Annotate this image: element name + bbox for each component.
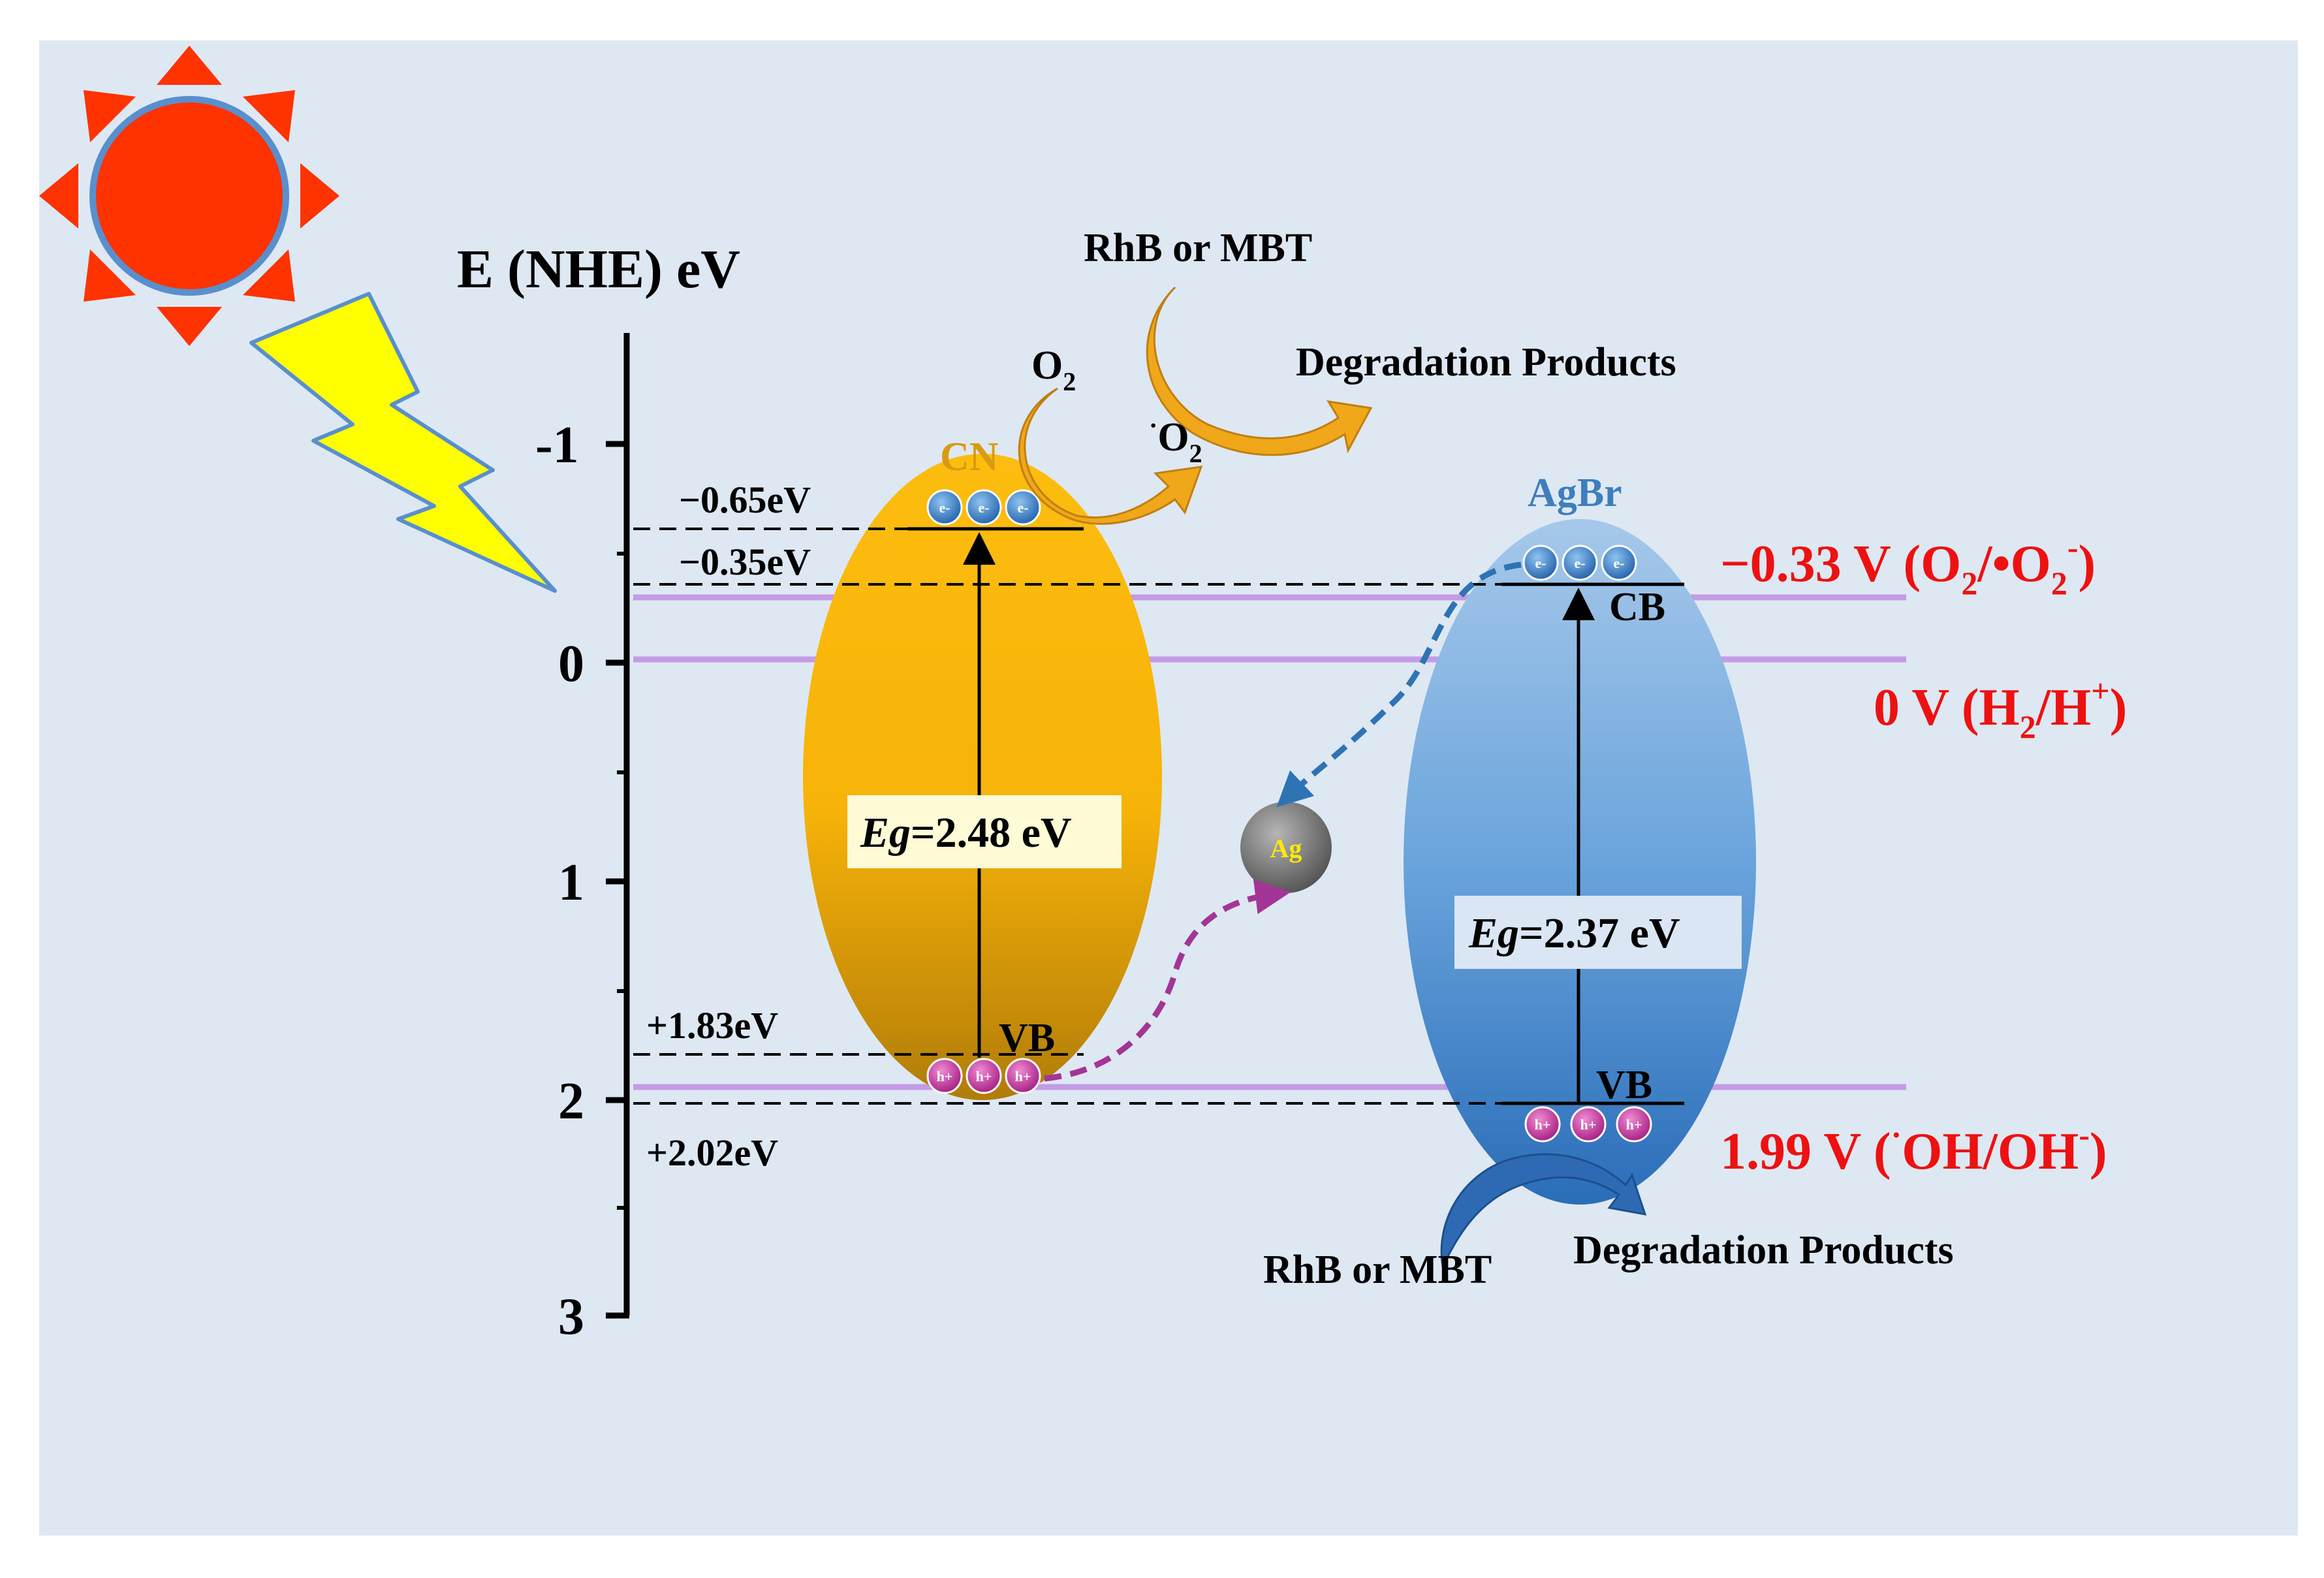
tick-label-2: 2 — [558, 1073, 584, 1130]
tick-label-minus1: -1 — [535, 417, 579, 474]
products-label-top: Degradation Products — [1296, 340, 1676, 385]
oh-potential-label: 1.99 V (·OH/OH-) — [1720, 1116, 2107, 1180]
hole-symbol: h+ — [937, 1068, 953, 1084]
cn-cb-level-label: −0.65eV — [679, 479, 811, 521]
agbr-vb-label: VB — [1596, 1063, 1652, 1107]
agbr-electron-2: e- — [1562, 544, 1598, 581]
electron-symbol: e- — [939, 499, 950, 516]
agbr-band-gap-symbol: Eg — [1468, 909, 1519, 957]
o2-potential-label: −0.33 V (O2/•O2-) — [1720, 529, 2096, 601]
cn-hole-3: h+ — [1005, 1058, 1041, 1094]
agbr-hole-3: h+ — [1616, 1106, 1652, 1143]
electron-transfer-arrow — [1276, 561, 1522, 808]
tick-label-3: 3 — [558, 1288, 584, 1346]
cn-hole-1: h+ — [926, 1058, 963, 1094]
sun-icon — [39, 46, 339, 346]
background-panel — [39, 40, 2298, 1536]
svg-text:Eg=2.37 eV: Eg=2.37 eV — [1468, 909, 1680, 957]
agbr-vb-level-label: +2.02eV — [646, 1131, 778, 1174]
hole-symbol: h+ — [1580, 1116, 1597, 1133]
hole-symbol: h+ — [976, 1068, 992, 1084]
pollutant-label-bottom: RhB or MBT — [1263, 1248, 1492, 1292]
cn-hole-2: h+ — [966, 1058, 1002, 1094]
agbr-hole-2: h+ — [1570, 1106, 1607, 1143]
tick-label-0: 0 — [558, 635, 584, 693]
electron-symbol: e- — [978, 499, 989, 516]
products-label-bottom: Degradation Products — [1573, 1228, 1954, 1272]
cn-vb-level-label: +1.83eV — [646, 1004, 778, 1047]
pollutant-degradation-arrow-top — [1146, 286, 1373, 456]
charge-carriers: e-e-e-e-e-e-h+ h+ h+ h+ h+ h+ — [926, 489, 1652, 1143]
pollutant-degradation-arrow-bottom — [1440, 1153, 1647, 1270]
cn-electron-3: e- — [1005, 489, 1041, 526]
cn-band-gap-box: Eg=2.48 eV — [847, 795, 1122, 868]
cn-band — [803, 454, 1162, 1100]
agbr-electron-3: e- — [1601, 544, 1637, 581]
cn-band-gap-symbol: Eg — [860, 809, 911, 857]
cn-band-gap-value: =2.48 eV — [911, 809, 1072, 857]
lightning-icon — [249, 292, 557, 593]
axis-title: E (NHE) eV — [457, 239, 740, 300]
h2-potential-label: 0 V (H2/H+) — [1874, 672, 2127, 745]
hole-symbol: h+ — [1535, 1116, 1551, 1133]
cn-electron-2: e- — [966, 489, 1002, 526]
agbr-band-gap-box: Eg=2.37 eV — [1454, 896, 1742, 969]
cn-vb-label: VB — [999, 1016, 1055, 1060]
hole-symbol: h+ — [1626, 1116, 1642, 1133]
electron-symbol: e- — [1535, 555, 1546, 571]
electron-symbol: e- — [1574, 555, 1585, 571]
cn-electron-1: e- — [926, 489, 963, 526]
agbr-band-gap-value: =2.37 eV — [1519, 909, 1680, 957]
energy-axis — [606, 333, 630, 1319]
hole-symbol: h+ — [1015, 1068, 1031, 1084]
electron-symbol: e- — [1613, 555, 1624, 571]
o2-label: O2 — [1031, 343, 1076, 396]
cn-label: CN — [940, 435, 999, 479]
agbr-hole-1: h+ — [1524, 1106, 1561, 1143]
agbr-cb-level-label: −0.35eV — [679, 541, 811, 583]
hole-transfer-arrow — [1044, 879, 1291, 1082]
ag-label: Ag — [1270, 834, 1302, 863]
tick-label-1: 1 — [558, 854, 584, 911]
o2-reduction-arrow — [1018, 387, 1203, 525]
agbr-electron-1: e- — [1522, 544, 1559, 581]
svg-text:Eg=2.48 eV: Eg=2.48 eV — [860, 809, 1072, 857]
agbr-label: AgBr — [1528, 471, 1622, 515]
agbr-cb-label: CB — [1609, 585, 1665, 629]
superoxide-label: ·O2 — [1149, 411, 1202, 468]
pollutant-label-top: RhB or MBT — [1084, 226, 1312, 270]
electron-symbol: e- — [1017, 499, 1028, 516]
ag-particle: Ag — [1240, 802, 1332, 893]
